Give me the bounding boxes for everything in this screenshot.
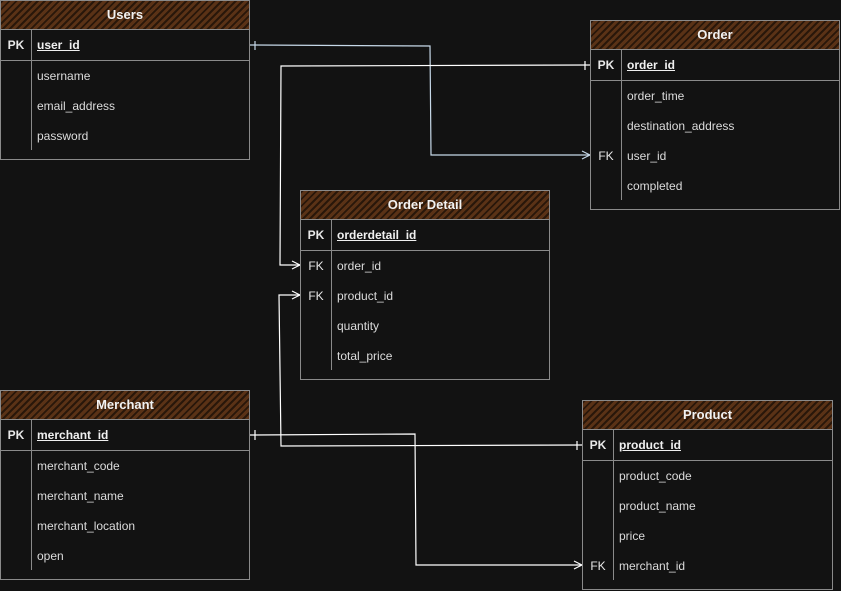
pk-label: PK <box>307 228 325 242</box>
key-label <box>301 311 331 341</box>
entity-title: Order <box>591 21 839 50</box>
entity-title: Merchant <box>1 391 249 420</box>
connector-merchant-product <box>249 430 583 570</box>
key-label <box>1 61 31 91</box>
field-name: destination_address <box>627 119 735 133</box>
field-row[interactable]: open <box>1 541 249 571</box>
field-name: orderdetail_id <box>337 228 417 242</box>
field-row[interactable]: FK product_id <box>301 281 549 311</box>
entity-order[interactable]: Order PK order_id order_time destination… <box>590 20 840 210</box>
field-row[interactable]: FK order_id <box>301 251 549 281</box>
column-divider <box>31 30 32 150</box>
key-label <box>1 451 31 481</box>
field-row[interactable]: product_name <box>583 491 832 521</box>
column-divider <box>621 50 622 200</box>
field-row[interactable]: merchant_location <box>1 511 249 541</box>
field-row[interactable]: completed <box>591 171 839 201</box>
primary-key-row[interactable]: PK user_id <box>1 30 249 61</box>
key-label <box>583 521 613 551</box>
field-name: merchant_name <box>37 489 124 503</box>
field-row[interactable]: email_address <box>1 91 249 121</box>
pk-label: PK <box>7 38 25 52</box>
pk-label: PK <box>589 438 607 452</box>
field-name: user_id <box>627 149 667 163</box>
field-name: password <box>37 129 89 143</box>
field-name: total_price <box>337 349 393 363</box>
pk-label: PK <box>7 428 25 442</box>
key-label <box>591 111 621 141</box>
primary-key-row[interactable]: PK product_id <box>583 430 832 461</box>
key-label <box>301 341 331 371</box>
fk-label: FK <box>308 289 324 303</box>
field-name: order_id <box>627 58 676 72</box>
field-name: merchant_location <box>37 519 136 533</box>
field-row[interactable]: destination_address <box>591 111 839 141</box>
key-label <box>1 91 31 121</box>
entity-title: Order Detail <box>301 191 549 220</box>
field-name: merchant_id <box>619 559 686 573</box>
fk-label: FK <box>590 559 606 573</box>
field-name: price <box>619 529 646 543</box>
field-name: username <box>37 69 91 83</box>
field-row[interactable]: total_price <box>301 341 549 371</box>
field-row[interactable]: merchant_name <box>1 481 249 511</box>
entity-title: Product <box>583 401 832 430</box>
field-name: open <box>37 549 64 563</box>
primary-key-row[interactable]: PK merchant_id <box>1 420 249 451</box>
field-name: merchant_code <box>37 459 120 473</box>
field-row[interactable]: FK user_id <box>591 141 839 171</box>
field-name: email_address <box>37 99 116 113</box>
key-label <box>583 461 613 491</box>
key-label <box>1 121 31 151</box>
field-row[interactable]: price <box>583 521 832 551</box>
field-row[interactable]: username <box>1 61 249 91</box>
connector-users-order <box>249 41 591 160</box>
fk-label: FK <box>308 259 324 273</box>
key-label <box>583 491 613 521</box>
field-name: product_id <box>619 438 681 452</box>
field-name: quantity <box>337 319 380 333</box>
field-name: product_name <box>619 499 696 513</box>
entity-users[interactable]: Users PK user_id username email_address … <box>0 0 250 160</box>
key-label <box>1 481 31 511</box>
column-divider <box>613 430 614 580</box>
field-row[interactable]: product_code <box>583 461 832 491</box>
fk-label: FK <box>598 149 614 163</box>
field-name: user_id <box>37 38 80 52</box>
key-label <box>591 171 621 201</box>
entity-merchant[interactable]: Merchant PK merchant_id merchant_code me… <box>0 390 250 580</box>
primary-key-row[interactable]: PK order_id <box>591 50 839 81</box>
field-name: merchant_id <box>37 428 109 442</box>
field-row[interactable]: order_time <box>591 81 839 111</box>
column-divider <box>331 220 332 370</box>
field-row[interactable]: FK merchant_id <box>583 551 832 581</box>
field-name: order_id <box>337 259 382 273</box>
entity-order-detail[interactable]: Order Detail PK orderdetail_id FK order_… <box>300 190 550 380</box>
entity-product[interactable]: Product PK product_id product_code produ… <box>582 400 833 590</box>
key-label <box>1 511 31 541</box>
field-row[interactable]: quantity <box>301 311 549 341</box>
primary-key-row[interactable]: PK orderdetail_id <box>301 220 549 251</box>
entity-title: Users <box>1 1 249 30</box>
column-divider <box>31 420 32 570</box>
field-name: product_code <box>619 469 692 483</box>
key-label <box>1 541 31 571</box>
field-name: product_id <box>337 289 394 303</box>
key-label <box>591 81 621 111</box>
pk-label: PK <box>597 58 615 72</box>
field-row[interactable]: merchant_code <box>1 451 249 481</box>
field-name: order_time <box>627 89 685 103</box>
field-row[interactable]: password <box>1 121 249 151</box>
field-name: completed <box>627 179 683 193</box>
